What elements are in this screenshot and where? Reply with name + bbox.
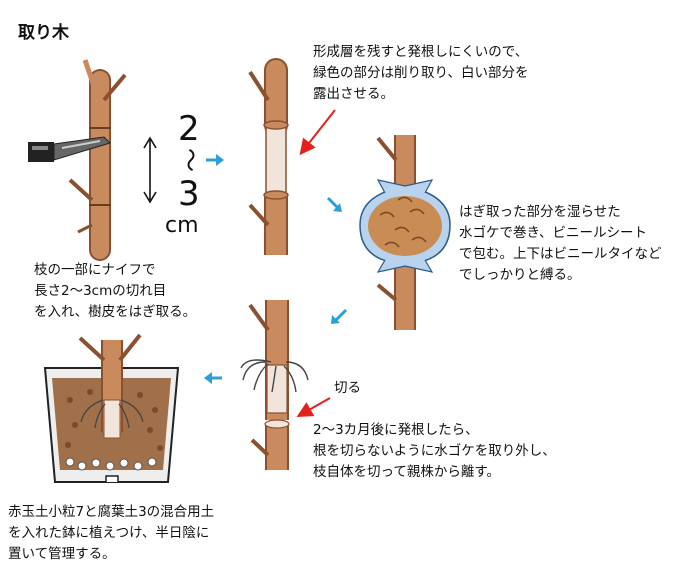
measure-top: 2 [178, 109, 200, 149]
step4-branch [240, 300, 309, 470]
double-arrow-icon [143, 136, 157, 204]
red-arrow-icon [299, 109, 336, 156]
measure-bottom: 3 [178, 174, 200, 214]
caption-step5: 赤玉土小粒7と腐葉土3の混合用土 を入れた鉢に植えつけ、半日陰に 置いて管理する… [8, 504, 215, 562]
pot-icon [43, 333, 180, 483]
arrow-right-icon [206, 154, 224, 166]
page-title: 取り木 [18, 23, 69, 43]
caption-step1: 枝の一部にナイフで 長さ2〜3cmの切れ目 を入れ、樹皮をはぎ取る。 [34, 262, 197, 320]
red-arrow-cut-icon [296, 397, 331, 417]
step1-branch [68, 59, 127, 261]
step2-branch [248, 58, 289, 255]
caption-step3: はぎ取った部分を湿らせた 水ゴケで巻き、ビニールシート で包む。上下はビニールタ… [459, 204, 662, 283]
caption-cut: 切る [334, 380, 361, 396]
moss-wrap-icon [359, 179, 451, 273]
measure-tilde: 〜 [176, 148, 204, 172]
arrow-left-icon [204, 372, 222, 384]
arrow-down-left-icon [331, 308, 348, 324]
caption-step2: 形成層を残すと発根しにくいので、 緑色の部分は削り取り、白い部分を 露出させる。 [313, 44, 529, 102]
caption-step4: 2〜3カ月後に発根したら、 根を切らないように水ゴケを取り外し、 枝自体を切って… [313, 422, 556, 480]
knife-icon [28, 136, 111, 162]
arrow-down-right-icon [326, 196, 342, 212]
measure-unit: cm [165, 213, 199, 238]
